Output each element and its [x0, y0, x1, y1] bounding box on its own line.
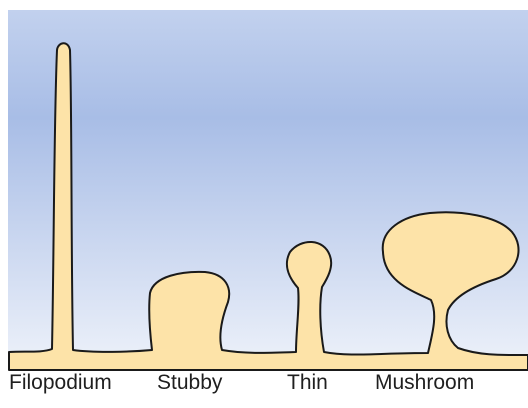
label-mushroom: Mushroom	[375, 368, 474, 398]
label-stubby: Stubby	[157, 368, 222, 398]
label-thin: Thin	[287, 368, 328, 398]
label-filopodium: Filopodium	[9, 368, 112, 398]
background-panel	[8, 10, 528, 370]
